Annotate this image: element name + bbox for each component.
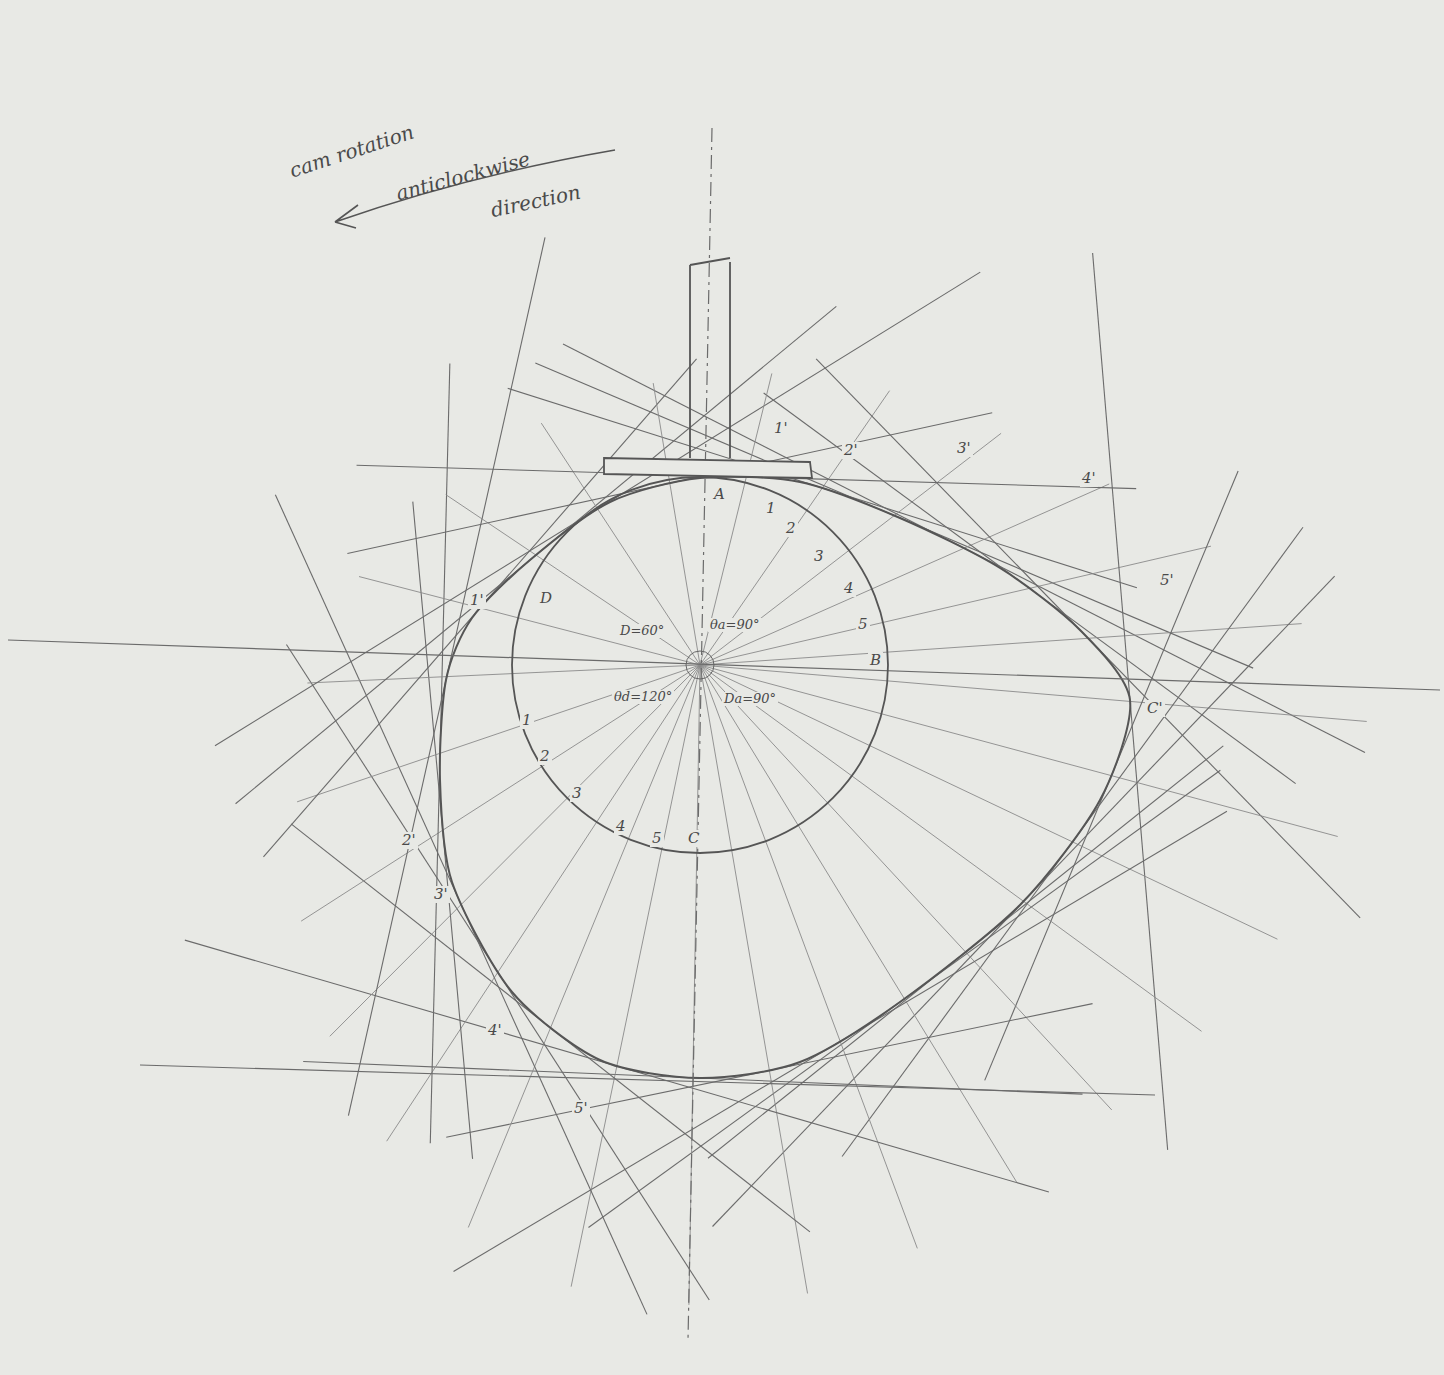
- follower-flat-face: [604, 458, 812, 478]
- point-label: B: [868, 652, 883, 669]
- radial-line: [700, 665, 1112, 1110]
- radial-line: [330, 665, 700, 1036]
- radial-line: [571, 665, 700, 1287]
- radial-line: [700, 624, 1302, 665]
- radial-line: [700, 665, 1338, 836]
- point-label: 3': [432, 886, 450, 903]
- radial-line: [700, 665, 1367, 721]
- point-label: C': [1145, 700, 1165, 717]
- angle-arc: [686, 651, 714, 679]
- radial-line: [700, 665, 1017, 1182]
- point-label: 4: [614, 818, 628, 835]
- point-label: θd=120°: [612, 690, 674, 704]
- base-circle: [512, 477, 888, 853]
- radial-line: [700, 665, 917, 1248]
- radial-line: [700, 391, 890, 665]
- point-label: 2': [842, 442, 860, 459]
- radial-line: [468, 665, 700, 1227]
- radial-line: [700, 665, 808, 1293]
- point-label: C: [686, 830, 701, 847]
- point-label: D: [538, 590, 554, 607]
- point-label: 3: [570, 785, 584, 802]
- point-label: Da=90°: [722, 692, 778, 706]
- tangent-line: [140, 1065, 1155, 1095]
- note-text: cam rotation: [285, 120, 419, 182]
- radial-line: [700, 373, 772, 665]
- point-label: θa=90°: [708, 618, 762, 632]
- radial-line: [700, 484, 1109, 665]
- point-label: A: [712, 486, 727, 503]
- point-label: 3: [812, 548, 826, 565]
- point-label: 5: [856, 616, 870, 633]
- point-label: 1': [772, 420, 790, 437]
- construction-lines: [185, 237, 1367, 1314]
- point-label: D=60°: [618, 624, 666, 638]
- point-label: 4': [486, 1022, 504, 1039]
- point-label: 1': [468, 592, 486, 609]
- radial-line: [359, 577, 700, 665]
- point-label: 2: [538, 748, 552, 765]
- point-label: 1: [520, 712, 534, 729]
- note-text: direction: [487, 180, 585, 221]
- point-label: 2': [400, 832, 418, 849]
- horizontal-axis: [8, 640, 1440, 690]
- point-label: 5: [650, 830, 664, 847]
- point-label: 5': [572, 1100, 590, 1117]
- radial-line: [301, 665, 700, 921]
- center-line: [688, 128, 712, 1340]
- radial-line: [700, 665, 1202, 1031]
- point-label: 1: [764, 500, 778, 517]
- point-label: 5': [1158, 572, 1176, 589]
- point-label: 4: [842, 580, 856, 597]
- tangent-line: [263, 359, 696, 857]
- point-label: 4': [1080, 470, 1098, 487]
- radial-line: [653, 383, 700, 665]
- radial-line: [307, 665, 700, 683]
- follower-stem: [690, 258, 730, 458]
- point-label: 3': [955, 440, 973, 457]
- radial-line: [297, 665, 700, 802]
- cam-profile: [440, 477, 1130, 1078]
- point-label: 2: [784, 520, 798, 537]
